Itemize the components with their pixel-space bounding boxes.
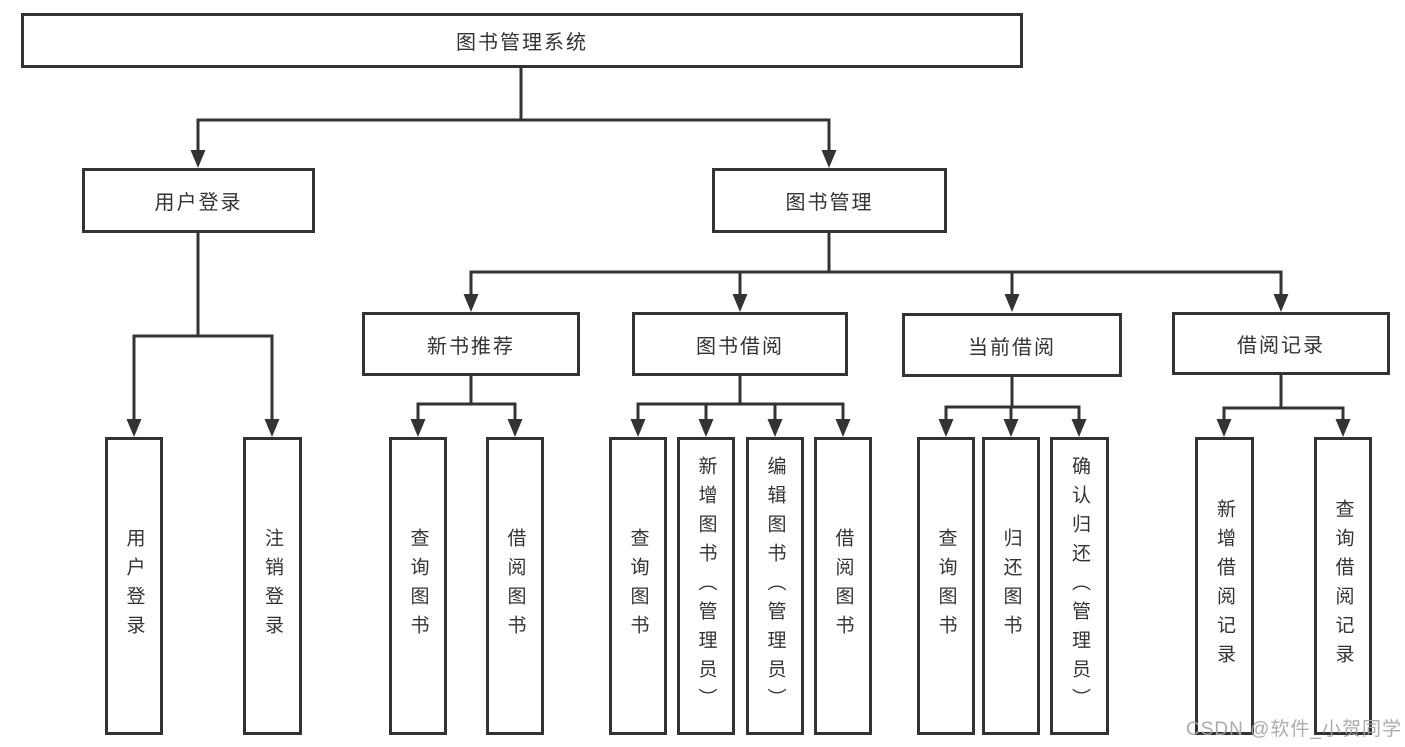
leaf-logout: 注销登录 xyxy=(243,437,302,735)
connector-borrow-to-leaves xyxy=(630,376,851,437)
leaf-confirm-return-admin: 确认归还（管理员） xyxy=(1050,437,1109,735)
connector-records-to-leaves xyxy=(1216,375,1351,437)
connector-root-to-level2 xyxy=(190,68,837,168)
leaf-recommend-borrow-books: 借阅图书 xyxy=(486,437,544,735)
node-new-book-recommend: 新书推荐 xyxy=(362,312,580,376)
leaf-add-books-admin: 新增图书（管理员） xyxy=(677,437,735,735)
node-user-login: 用户登录 xyxy=(82,168,315,233)
leaf-current-query-books: 查询图书 xyxy=(917,437,975,735)
leaf-user-login: 用户登录 xyxy=(105,437,163,735)
leaf-borrow-query-books: 查询图书 xyxy=(609,437,667,735)
leaf-borrow-books: 借阅图书 xyxy=(814,437,872,735)
node-library-management-system: 图书管理系统 xyxy=(21,13,1023,68)
leaf-query-borrow-record: 查询借阅记录 xyxy=(1314,437,1372,735)
connector-current-to-leaves xyxy=(938,377,1087,437)
connector-recommend-to-leaves xyxy=(410,376,523,437)
connector-book-management-to-level3 xyxy=(463,233,1289,312)
node-borrow-records: 借阅记录 xyxy=(1172,312,1390,375)
leaf-edit-books-admin: 编辑图书（管理员） xyxy=(746,437,804,735)
leaf-add-borrow-record: 新增借阅记录 xyxy=(1195,437,1254,735)
node-book-borrow: 图书借阅 xyxy=(632,312,848,376)
node-book-management: 图书管理 xyxy=(712,168,947,233)
leaf-return-books: 归还图书 xyxy=(982,437,1040,735)
connector-user-login-to-leaves xyxy=(126,233,280,437)
node-current-borrow: 当前借阅 xyxy=(902,313,1122,377)
csdn-watermark: CSDN @软件_小贺同学 xyxy=(1186,719,1402,740)
leaf-recommend-query-books: 查询图书 xyxy=(389,437,447,735)
